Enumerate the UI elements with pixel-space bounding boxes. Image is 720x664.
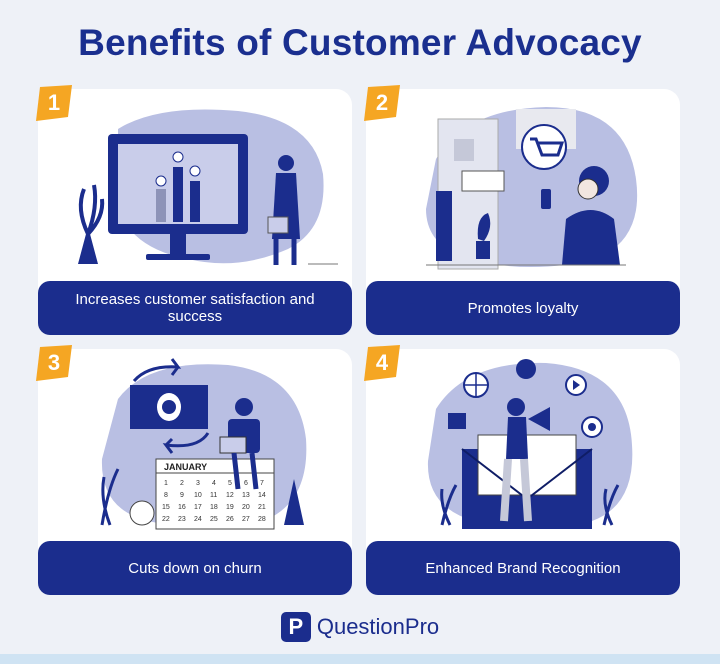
- benefit-card-4: Enhanced Brand Recognition 4: [364, 345, 680, 595]
- logo-p-icon: P: [280, 612, 311, 642]
- number-badge: 4: [362, 343, 406, 383]
- megaphone-brand-illustration: [427, 359, 633, 529]
- svg-text:18: 18: [210, 504, 218, 511]
- svg-text:22: 22: [162, 516, 170, 523]
- bottom-strip: [0, 654, 720, 664]
- badge-number: 2: [375, 90, 389, 115]
- svg-text:13: 13: [242, 492, 250, 499]
- badge-number: 1: [47, 90, 61, 115]
- badge-number: 4: [375, 350, 389, 375]
- number-badge: 2: [362, 83, 406, 123]
- badge-shape-icon: [36, 345, 72, 381]
- svg-text:11: 11: [210, 492, 217, 499]
- svg-text:24: 24: [194, 516, 202, 523]
- card-caption: Promotes loyalty: [366, 281, 680, 335]
- svg-text:3: 3: [196, 480, 200, 487]
- svg-text:4: 4: [212, 480, 216, 487]
- svg-text:23: 23: [178, 516, 186, 523]
- badge-shape-icon: [364, 85, 400, 121]
- calendar-month-label: JANUARY: [164, 462, 207, 472]
- svg-text:15: 15: [162, 504, 170, 511]
- benefit-card-2: Promotes loyalty 2: [364, 85, 680, 335]
- svg-text:25: 25: [210, 516, 218, 523]
- page-title: Benefits of Customer Advocacy: [78, 22, 642, 63]
- svg-text:7: 7: [260, 480, 264, 487]
- badge-shape-icon: [36, 85, 72, 121]
- svg-text:20: 20: [242, 504, 250, 511]
- logo-text: QuestionPro: [316, 614, 440, 639]
- svg-text:8: 8: [164, 492, 168, 499]
- benefit-card-1: Increases customer satisfaction and succ…: [36, 85, 352, 335]
- svg-text:19: 19: [226, 504, 234, 511]
- badge-number: 3: [47, 350, 61, 375]
- badge-shape-icon: [364, 345, 400, 381]
- customer-satisfaction-illustration: [78, 109, 338, 265]
- number-badge: 3: [34, 343, 78, 383]
- svg-text:9: 9: [180, 492, 184, 499]
- svg-text:16: 16: [178, 504, 186, 511]
- svg-text:12: 12: [226, 492, 234, 499]
- svg-text:2: 2: [180, 480, 184, 487]
- questionpro-logo: P QuestionPro: [0, 610, 720, 644]
- card-caption: Cuts down on churn: [38, 541, 352, 595]
- card-caption: Enhanced Brand Recognition: [366, 541, 680, 595]
- svg-text:27: 27: [242, 516, 250, 523]
- loyalty-shopping-illustration: [426, 107, 638, 270]
- svg-text:28: 28: [258, 516, 266, 523]
- svg-text:5: 5: [228, 480, 232, 487]
- svg-text:14: 14: [258, 492, 266, 499]
- card-caption: Increases customer satisfaction and succ…: [38, 281, 352, 335]
- svg-text:1: 1: [164, 480, 168, 487]
- svg-text:17: 17: [194, 504, 202, 511]
- svg-text:21: 21: [258, 504, 266, 511]
- svg-text:10: 10: [194, 492, 202, 499]
- svg-text:6: 6: [244, 480, 248, 487]
- svg-text:26: 26: [226, 516, 234, 523]
- number-badge: 1: [34, 83, 78, 123]
